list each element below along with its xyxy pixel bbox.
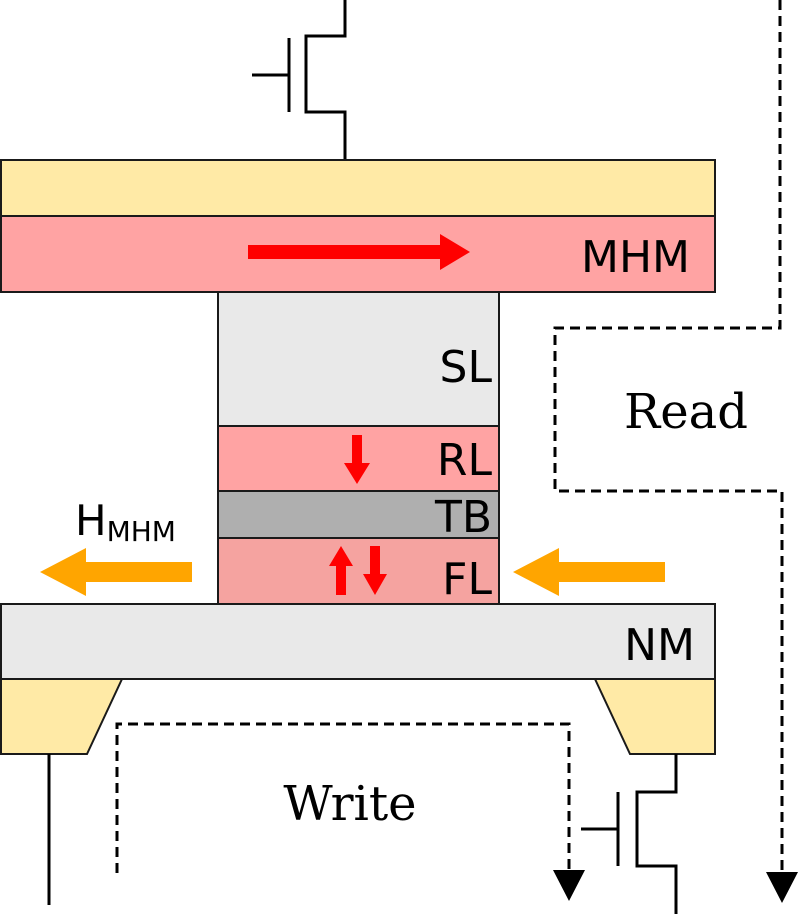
rl-magnetization-arrow <box>344 435 370 484</box>
right-bottom-electrode <box>593 678 716 755</box>
tb-label: TB <box>434 492 492 543</box>
read-path-arrowhead <box>766 872 798 903</box>
bottom-transistor <box>581 754 678 914</box>
write-path <box>115 722 571 873</box>
mhm-magnetization-arrow <box>248 234 470 270</box>
fl-up-arrow <box>329 546 353 595</box>
field-label-subscript: MHM <box>107 515 176 548</box>
read-path <box>553 0 784 872</box>
bottom-transistor-channel <box>635 754 678 914</box>
top-transistor <box>252 0 347 160</box>
field-arrow-left <box>40 548 192 596</box>
read-label: Read <box>624 384 748 440</box>
top-electrode <box>0 159 716 217</box>
fl-down-arrow <box>363 546 387 595</box>
left-bottom-electrode <box>0 678 124 755</box>
write-path-arrowhead <box>553 870 585 901</box>
sl-label: SL <box>440 342 493 393</box>
nm-layer <box>0 603 716 680</box>
tb-layer <box>217 490 500 539</box>
nm-label: NM <box>624 620 695 671</box>
fl-layer <box>217 537 500 605</box>
field-arrow-right <box>513 548 665 596</box>
field-label-main: H <box>75 496 107 545</box>
field-label: HMHM <box>75 496 176 548</box>
top-transistor-channel <box>304 0 347 160</box>
write-label: Write <box>283 776 416 832</box>
sl-layer <box>217 291 500 427</box>
mhm-label: MHM <box>581 232 690 283</box>
rl-label: RL <box>437 435 493 486</box>
fl-label: FL <box>442 554 492 605</box>
